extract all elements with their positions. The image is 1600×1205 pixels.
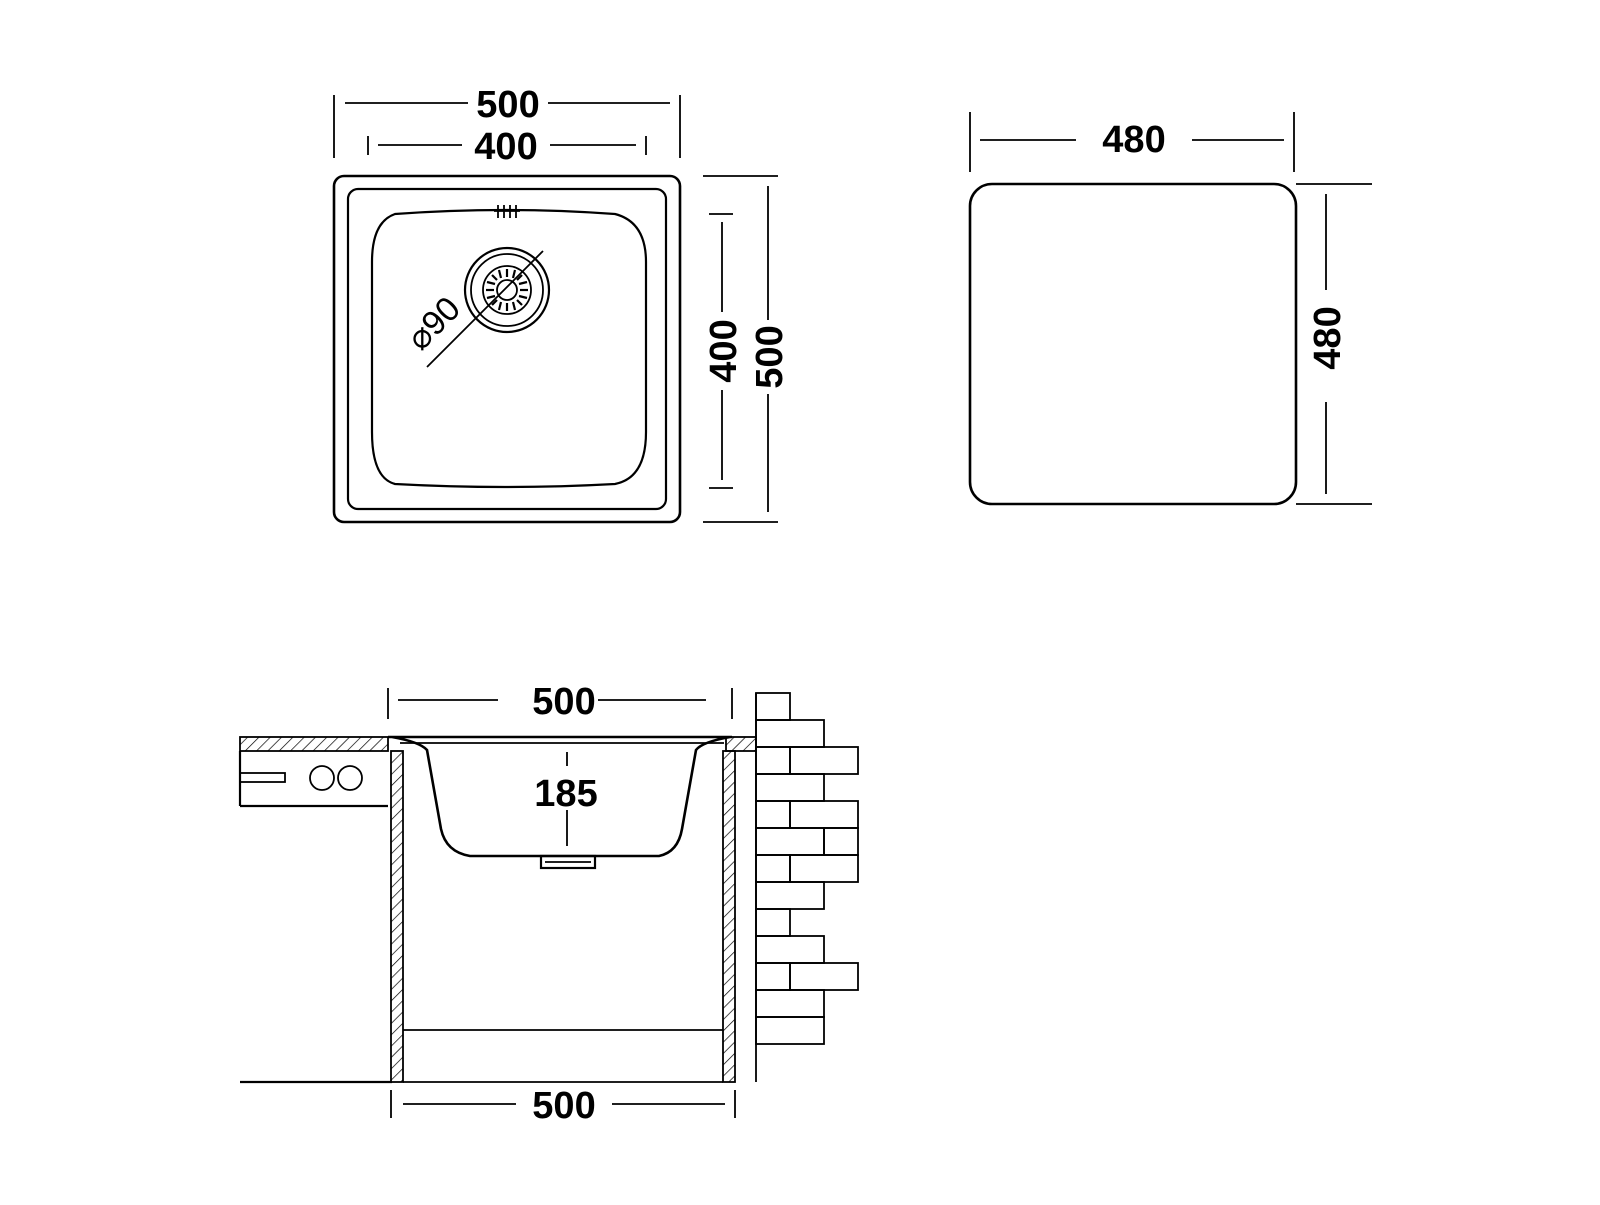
cutout-outline: [968, 182, 1298, 506]
cabinet-left-wall: [390, 750, 404, 1083]
drawer-handle: [239, 772, 286, 783]
svg-text:500: 500: [476, 84, 539, 126]
top-view: ⌀90 500 400 400: [332, 84, 791, 524]
bowl-width-dimension: 400: [367, 126, 647, 168]
countertop-right: [725, 736, 757, 752]
outer-depth-dimension: 500: [703, 175, 791, 523]
drain-icon: [463, 246, 551, 334]
svg-text:500: 500: [532, 681, 595, 723]
sink-bowl-outline: [370, 208, 648, 489]
svg-text:185: 185: [534, 773, 597, 815]
cabinet-width-dimension: 500: [390, 1085, 736, 1127]
countertop: [239, 736, 389, 752]
brick-wall: [755, 692, 859, 1082]
cutout-width-dimension: 480: [969, 112, 1295, 172]
svg-text:500: 500: [532, 1085, 595, 1127]
section-top-width-dimension: 500: [387, 681, 733, 723]
drain-diameter-label: ⌀90: [400, 290, 468, 358]
outer-width-dimension: 500: [333, 84, 681, 158]
knob-icon: [309, 765, 335, 791]
section-view: 500 185 500: [238, 681, 859, 1127]
svg-text:500: 500: [749, 325, 791, 388]
svg-text:480: 480: [1102, 119, 1165, 161]
svg-text:400: 400: [474, 126, 537, 168]
sink-outer-rim: [332, 174, 682, 524]
sink-inner-rim: [346, 187, 668, 511]
overflow-icon: [494, 205, 520, 218]
cutout-view: 480 480: [968, 112, 1372, 506]
svg-text:480: 480: [1307, 306, 1349, 369]
knob-icon: [337, 765, 363, 791]
cabinet-right-wall: [722, 750, 736, 1083]
bowl-height-dimension: 185: [534, 752, 598, 846]
svg-text:400: 400: [703, 319, 745, 382]
cutout-depth-dimension: 480: [1296, 183, 1372, 505]
drain-outlet: [539, 854, 597, 870]
bowl-depth-dimension: 400: [703, 213, 745, 489]
drain-diameter-leader: [426, 250, 544, 368]
